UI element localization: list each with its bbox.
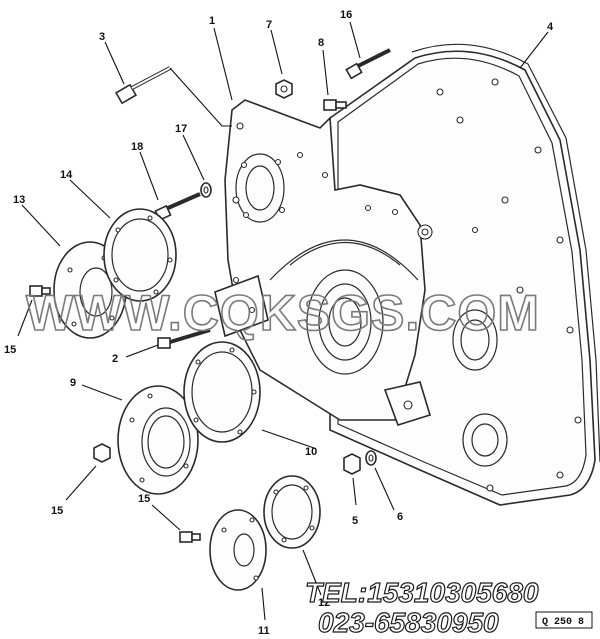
label-5: 5 xyxy=(352,515,358,527)
label-3: 3 xyxy=(99,31,105,43)
label-13: 13 xyxy=(13,194,25,206)
label-2: 2 xyxy=(112,353,118,365)
plug-5 xyxy=(343,453,361,475)
cover-plate-9 xyxy=(117,385,199,495)
figure-code: Q 250 8 xyxy=(542,617,584,628)
label-11: 11 xyxy=(258,625,270,637)
bolt-15-upper xyxy=(29,285,51,297)
contact-phone: 023-65830950 xyxy=(318,607,499,638)
contact-tel: TEL:15310305680 xyxy=(305,577,539,608)
label-8: 8 xyxy=(318,37,324,49)
seal-ring-6 xyxy=(365,450,377,466)
bolt-2 xyxy=(157,328,211,349)
label-15-middle: 15 xyxy=(51,505,63,517)
watermark-text: WWW.CQKSGS.COM xyxy=(26,285,540,341)
label-12: 12 xyxy=(318,597,330,609)
label-1: 1 xyxy=(209,15,215,27)
label-6: 6 xyxy=(397,511,403,523)
bolt-18 xyxy=(154,192,201,222)
label-15-lower: 15 xyxy=(138,493,150,505)
label-16: 16 xyxy=(340,9,352,21)
label-9: 9 xyxy=(70,377,76,389)
cover-plate-11 xyxy=(209,509,267,591)
label-15-upper: 15 xyxy=(4,344,16,356)
washer-17 xyxy=(200,182,212,198)
label-18: 18 xyxy=(131,141,143,153)
bolt-3 xyxy=(114,66,171,105)
cover-gasket xyxy=(411,43,600,463)
gasket-14 xyxy=(103,208,177,302)
nut-7 xyxy=(275,79,293,99)
bolt-16 xyxy=(345,48,391,80)
leader-lines xyxy=(17,21,549,621)
label-17: 17 xyxy=(175,123,187,135)
label-7: 7 xyxy=(266,19,272,31)
part-number-labels: 1 3 7 8 16 4 18 17 14 13 15 2 9 10 15 15… xyxy=(4,9,554,637)
label-4: 4 xyxy=(547,21,554,33)
plug-8 xyxy=(323,99,347,111)
bolt-15-lower xyxy=(179,531,201,543)
gasket-12 xyxy=(263,475,321,549)
label-14: 14 xyxy=(60,169,73,181)
bolt-15-middle xyxy=(93,443,111,463)
gasket-10 xyxy=(183,341,261,443)
label-10: 10 xyxy=(305,446,317,458)
front-gear-housing xyxy=(214,99,433,426)
figure-code-box: Q 250 8 xyxy=(535,611,593,629)
